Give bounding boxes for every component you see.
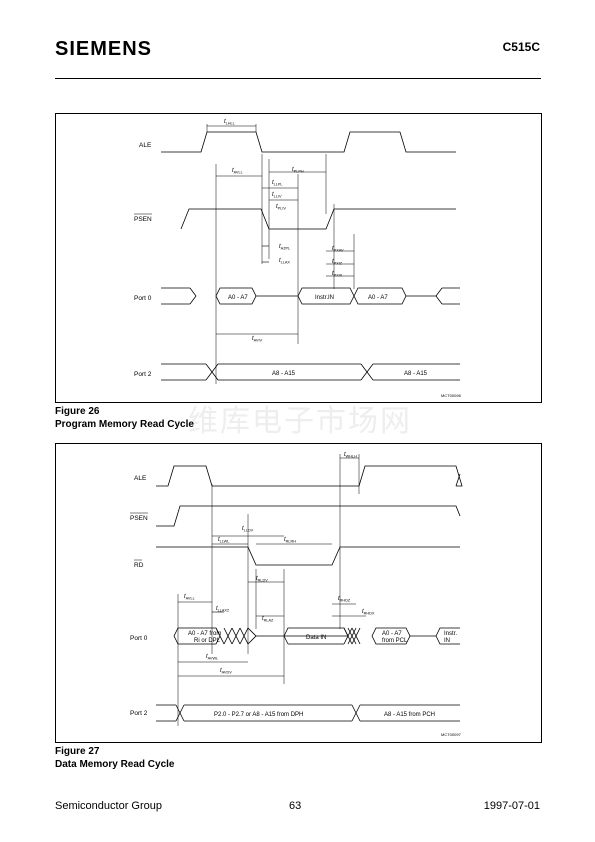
timing-rhdx: tRHDX xyxy=(362,609,375,616)
port0-a0a7-next-label: A0 - A7 xyxy=(368,295,388,301)
figure-27-caption: Figure 27 Data Memory Read Cycle xyxy=(55,745,175,771)
figure-26-diagram: ALE PSEN Port 0 Port 2 A0 - A7 Instr.IN … xyxy=(55,113,542,403)
signal-label-psen: PSEN xyxy=(134,216,152,223)
signal-label-psen: PSEN xyxy=(130,515,148,522)
footer-publisher: Semiconductor Group xyxy=(55,800,162,812)
signal-label-port2: Port 2 xyxy=(130,710,148,717)
timing-rlrh: tRLRH xyxy=(284,537,296,544)
port2-bus xyxy=(161,363,460,381)
port2-a8a15-next-label: A8 - A15 xyxy=(404,371,428,377)
signal-label-ale: ALE xyxy=(139,142,152,149)
timing-llpl: tLLPL xyxy=(272,180,283,187)
signal-label-port0: Port 0 xyxy=(134,295,152,302)
port0-ri-dpl-label: Ri or DPL xyxy=(194,638,221,644)
timing-aviv: tAVIV xyxy=(252,336,263,343)
timing-llwl: tLLWL xyxy=(218,537,229,544)
signal-label-rd: RD xyxy=(134,562,144,569)
document-id: C515C xyxy=(502,40,540,54)
timing-whlh: tWHLH xyxy=(344,452,357,459)
port0-a0a7-label: A0 - A7 xyxy=(228,295,248,301)
timing-pxix: tPXIX xyxy=(332,271,343,278)
timing-azpl: tAZPL xyxy=(279,244,290,251)
signal-label-ale: ALE xyxy=(134,475,147,482)
header-rule xyxy=(55,78,541,79)
port0-a0a7-pcl-label: A0 - A7 xyxy=(382,631,402,637)
timing-arrows xyxy=(207,125,354,335)
timing-llax: tLLAX xyxy=(279,258,290,265)
ale-waveform xyxy=(161,131,456,153)
timing-avwl: tAVWL xyxy=(206,654,218,661)
footer-date: 1997-07-01 xyxy=(483,800,540,812)
timing-lldv: tLLDV xyxy=(242,526,254,533)
brand-logo: SIEMENS xyxy=(55,38,153,60)
footer-page-number: 63 xyxy=(289,800,302,812)
timing-pliv: tPLIV xyxy=(276,204,286,211)
figure-27-diagram: ALE PSEN RD Port 0 Port 2 A0 - A7 from R… xyxy=(55,443,542,743)
timing-reference-lines xyxy=(177,454,360,726)
port2-a8a15-label: A8 - A15 xyxy=(272,371,296,377)
timing-avll: tAVLL xyxy=(184,594,195,601)
port0-in-label: IN xyxy=(444,638,450,644)
figure-26-code: MCT00096 xyxy=(441,393,462,398)
timing-rhdz: tRHDZ xyxy=(338,596,351,603)
port0-a0a7-from-label: A0 - A7 from xyxy=(188,631,221,637)
timing-rlaz: tRLAZ xyxy=(262,616,274,623)
timing-rldv: tRLDV xyxy=(256,576,268,583)
signal-label-port0: Port 0 xyxy=(130,635,148,642)
port0-instr-label: Instr. xyxy=(444,631,457,637)
timing-lhll: tLHLL xyxy=(224,119,235,126)
psen-waveform xyxy=(180,208,456,230)
watermark: 维库电子市场网 xyxy=(188,404,412,439)
signal-label-port2: Port 2 xyxy=(134,371,152,378)
figure-27-code: MCT00097 xyxy=(441,732,462,737)
port2-pch-label: A8 - A15 from PCH xyxy=(384,712,435,718)
figure-27-title: Data Memory Read Cycle xyxy=(55,759,175,770)
timing-avdv: tAVDV xyxy=(220,668,232,675)
ale-waveform xyxy=(156,465,463,487)
timing-pxiz: tPXIZ xyxy=(332,259,343,266)
figure-26-caption: Figure 26 Program Memory Read Cycle xyxy=(55,405,194,431)
port0-data-in-label: Data IN xyxy=(306,635,326,641)
psen-waveform xyxy=(156,505,461,527)
figure-26-number: Figure 26 xyxy=(55,406,100,417)
timing-pxav: tPXAV xyxy=(332,246,344,253)
port0-from-pcl-label: from PCL xyxy=(382,638,408,644)
timing-avll: tAVLL xyxy=(232,168,243,175)
timing-plph: tPLPH xyxy=(292,167,304,174)
timing-reference-lines xyxy=(206,124,355,384)
port0-bus xyxy=(161,287,460,305)
timing-arrows xyxy=(178,457,366,677)
port0-instr-label: Instr.IN xyxy=(315,295,334,301)
rd-waveform xyxy=(156,546,460,566)
port2-dph-label: P2.0 - P2.7 or A8 - A15 from DPH xyxy=(214,712,303,718)
timing-llax2: tLLAX2 xyxy=(216,606,229,613)
port2-bus xyxy=(156,704,460,722)
figure-27-number: Figure 27 xyxy=(55,746,100,757)
timing-lliv: tLLIV xyxy=(272,192,282,199)
figure-26-title: Program Memory Read Cycle xyxy=(55,419,194,430)
